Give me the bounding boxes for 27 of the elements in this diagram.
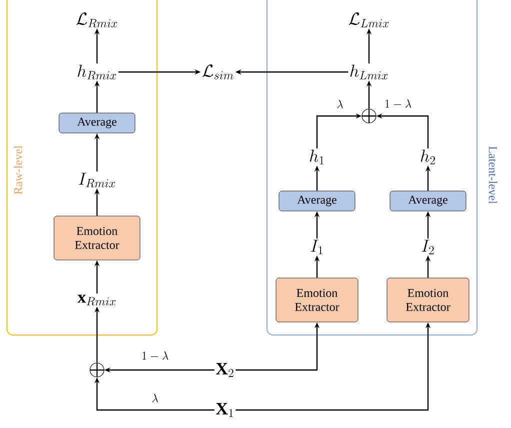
feature-symbol: $h_{2}$ (420, 150, 435, 164)
edge-label: $1-\lambda$ (383, 98, 413, 110)
feature-symbol: $h_{Lmix}$ (350, 64, 388, 80)
extractor-box: Emotion Extractor (276, 278, 358, 322)
feature-symbol: $I_{2}$ (422, 240, 434, 254)
edge-label: $1-\lambda$ (140, 350, 170, 362)
feature-symbol: $I_{1}$ (310, 240, 322, 254)
feature-symbol: $h_{1}$ (310, 150, 324, 164)
extractor-box: Emotion Extractor (54, 216, 140, 260)
feature-symbol: $h_{Rmix}$ (78, 64, 116, 80)
loss-symbol: $\mathcal{L}_{sim}$ (202, 64, 234, 80)
input-symbol: $\mathbf{X}_{2}$ (216, 363, 234, 377)
average-box: Average (58, 112, 136, 134)
input-symbol: $\mathbf{X}_{1}$ (216, 403, 233, 417)
average-box: Average (278, 190, 356, 212)
feature-symbol: $I_{Rmix}$ (78, 172, 115, 188)
loss-symbol: $\mathcal{L}_{Rmix}$ (76, 12, 118, 28)
edge-label: $\lambda$ (150, 392, 160, 404)
sum-circle (362, 108, 376, 124)
sum-circle (90, 362, 104, 378)
panel-title: Raw-level (14, 146, 22, 194)
average-box: Average (390, 190, 466, 212)
input-symbol: $\mathbf{x}_{Rmix}$ (78, 294, 116, 306)
panel-title: Latent-level (488, 146, 498, 204)
loss-symbol: $\mathcal{L}_{Lmix}$ (348, 12, 389, 28)
edge-label: $\lambda$ (336, 98, 344, 110)
extractor-box: Emotion Extractor (386, 278, 470, 322)
